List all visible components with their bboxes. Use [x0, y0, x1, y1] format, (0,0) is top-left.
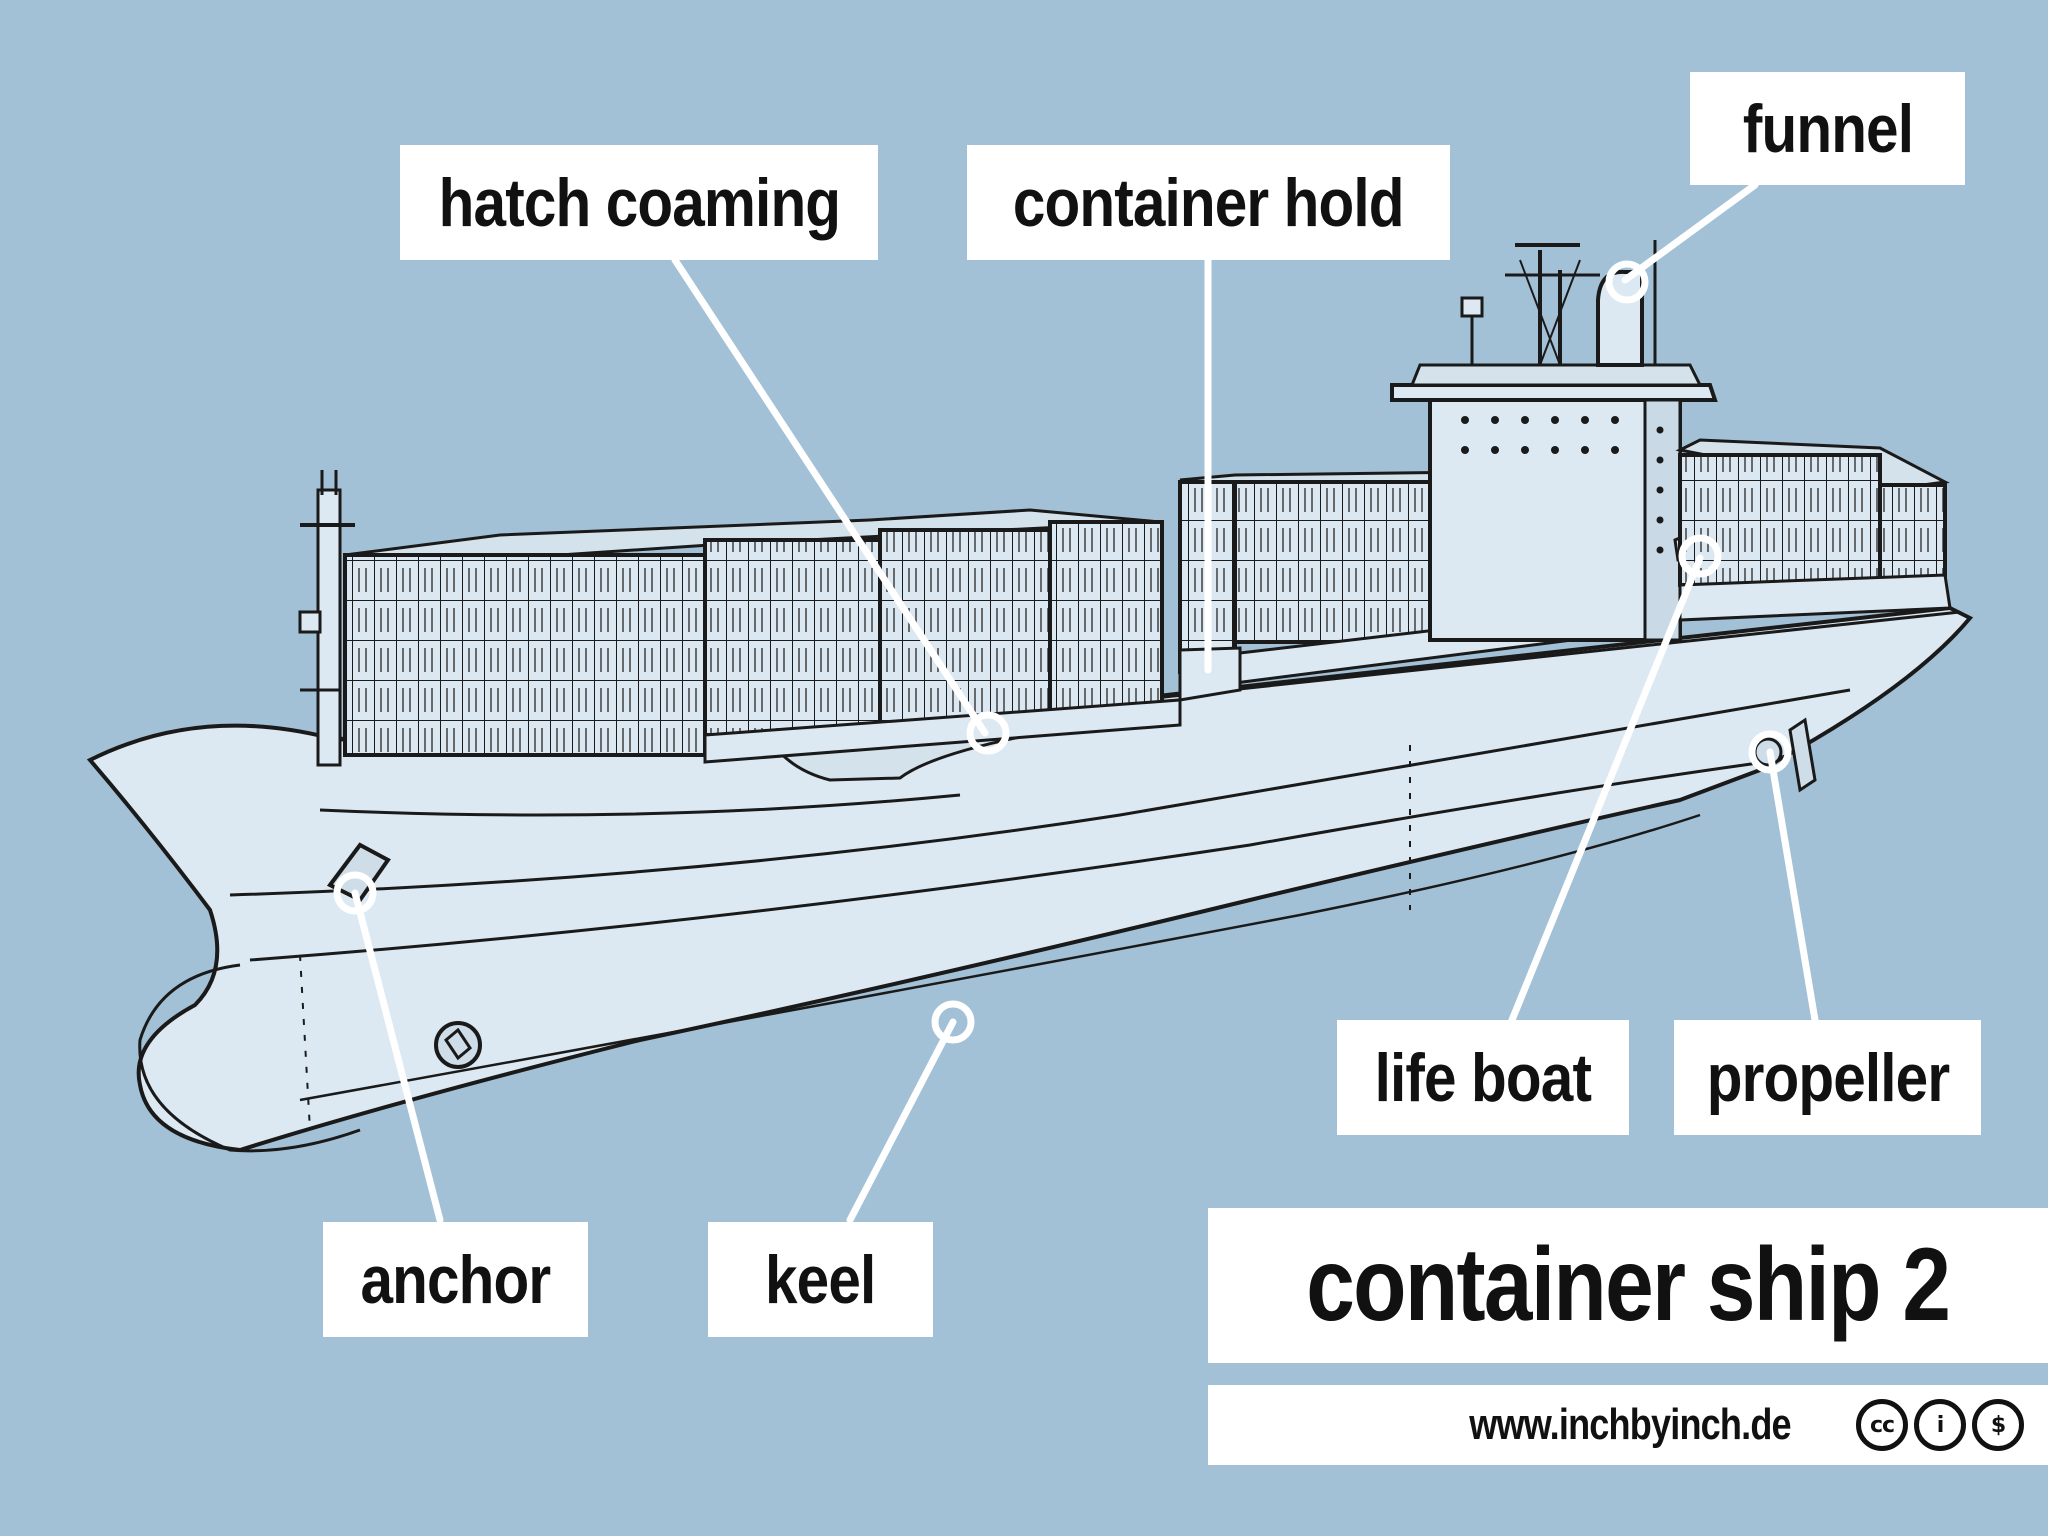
label-life-boat-text: life boat	[1374, 1039, 1592, 1116]
bulbous-bow	[138, 963, 361, 1153]
funnel-stack	[1596, 269, 1644, 367]
attribution-icon: i	[1914, 1399, 1966, 1451]
page-title: container ship 2	[1306, 1227, 1951, 1343]
bow-thruster	[434, 1021, 482, 1069]
label-anchor: anchor	[323, 1222, 588, 1337]
label-funnel-text: funnel	[1742, 90, 1913, 167]
marker-keel	[931, 1000, 975, 1044]
label-hatch-coaming: hatch coaming	[400, 145, 878, 260]
leader-anchor	[351, 889, 444, 1224]
label-hatch-coaming-text: hatch coaming	[438, 164, 840, 241]
label-container-hold: container hold	[967, 145, 1450, 260]
noncommercial-icon: $	[1972, 1399, 2024, 1451]
accommodation-block	[1428, 398, 1682, 642]
hull-line-low	[249, 758, 1781, 962]
hull-line-keel	[299, 813, 1701, 1102]
marker-life-boat	[1678, 534, 1722, 578]
container-stacks-aft	[1675, 438, 1952, 622]
bridge-wing	[1390, 383, 1718, 402]
hull-line-upper	[319, 793, 961, 817]
marker-propeller	[1748, 730, 1792, 774]
label-life-boat: life boat	[1337, 1020, 1629, 1135]
label-keel: keel	[708, 1222, 933, 1337]
leader-propeller	[1766, 748, 1819, 1024]
leader-funnel	[1621, 181, 1759, 284]
leader-markers	[333, 260, 1792, 1044]
superstructure	[1390, 240, 1724, 642]
marker-funnel	[1605, 260, 1649, 304]
hatch-coaming-band	[703, 698, 1182, 764]
leader-lines	[351, 181, 1819, 1224]
label-funnel: funnel	[1690, 72, 1965, 185]
container-stacks-forward	[343, 508, 1182, 764]
website-link[interactable]: www.inchbyinch.de	[1469, 1400, 1791, 1449]
rudder	[1788, 717, 1817, 793]
label-container-hold-text: container hold	[1013, 164, 1405, 241]
leader-keel	[846, 1018, 957, 1224]
hull-line-mid	[229, 688, 1851, 897]
marker-anchor	[333, 871, 377, 915]
cc-icon: cc	[1856, 1399, 1908, 1451]
label-propeller: propeller	[1674, 1020, 1981, 1135]
title-box: container ship 2	[1208, 1208, 2048, 1363]
label-propeller-text: propeller	[1706, 1039, 1949, 1116]
portholes	[1461, 416, 1664, 554]
marker-hatch-coaming	[966, 711, 1010, 755]
label-keel-text: keel	[765, 1241, 876, 1318]
leader-hatch-coaming	[671, 256, 989, 737]
footer-box: www.inchbyinch.de cc i $	[1208, 1385, 2048, 1465]
fore-mast	[298, 470, 355, 767]
label-anchor-text: anchor	[360, 1241, 552, 1318]
leader-life-boat	[1508, 554, 1704, 1024]
